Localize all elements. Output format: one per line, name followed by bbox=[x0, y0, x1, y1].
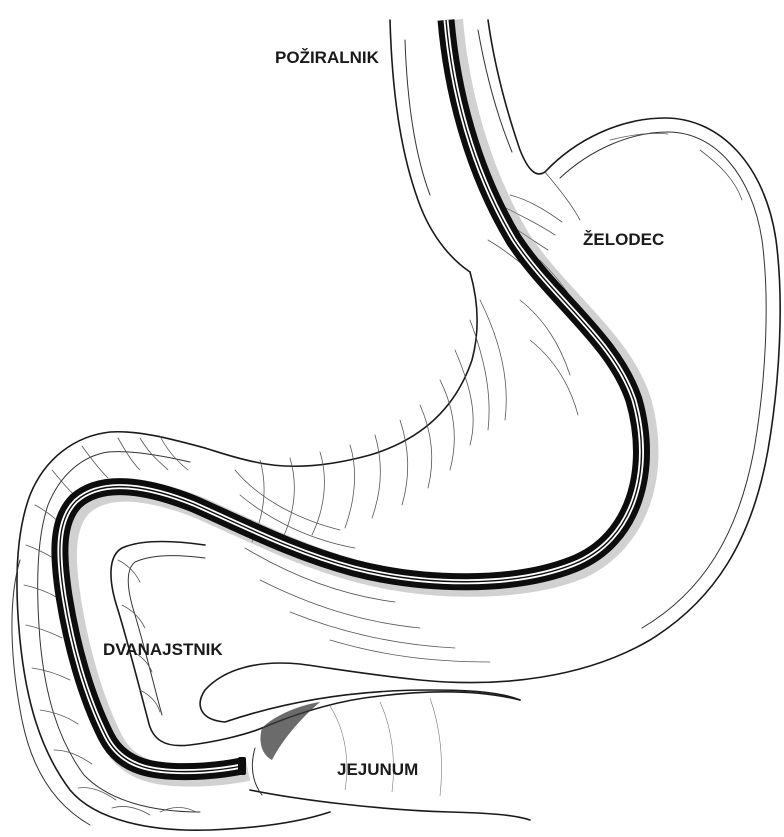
gej-fold bbox=[545, 172, 580, 220]
fundus-fold bbox=[700, 150, 742, 200]
rugae-fold bbox=[480, 300, 506, 420]
jejunum-opening-rim bbox=[252, 748, 262, 795]
rugae-fold bbox=[282, 458, 294, 540]
duodenum-fold bbox=[24, 585, 58, 598]
duodenum-fold bbox=[118, 438, 140, 470]
rugae-fold bbox=[400, 420, 408, 505]
duodenum-fold bbox=[160, 436, 188, 470]
endoscope-shadow bbox=[66, 20, 648, 776]
duodenum-fold bbox=[40, 710, 78, 724]
label-duodenum: DVANAJSTNIK bbox=[103, 640, 223, 659]
rugae-fold bbox=[290, 612, 455, 648]
jejunum-hatch bbox=[430, 698, 442, 796]
label-stomach: ŽELODEC bbox=[583, 230, 664, 249]
rugae-fold bbox=[440, 380, 454, 470]
label-esophagus: POŽIRALNIK bbox=[275, 48, 380, 67]
rugae-fold bbox=[345, 445, 355, 528]
rugae-fold bbox=[330, 640, 490, 662]
duodenum-fold bbox=[112, 806, 150, 815]
duodenum-fold bbox=[82, 446, 108, 478]
duodenum-fold bbox=[26, 625, 62, 638]
organ-outlines bbox=[12, 20, 780, 830]
stomach-lesser-curvature bbox=[205, 272, 477, 466]
rugae-fold bbox=[420, 405, 432, 488]
esophagus-right-wall bbox=[488, 20, 545, 174]
fundus-fold bbox=[610, 133, 668, 140]
rugae-fold bbox=[372, 435, 380, 518]
rugae-fold bbox=[530, 340, 578, 415]
duodenum-fold bbox=[54, 750, 92, 764]
jejunum-lower-wall bbox=[250, 790, 530, 820]
label-jejunum: JEJUNUM bbox=[337, 760, 418, 779]
duodenum-fold bbox=[32, 668, 70, 680]
endoscope-tip bbox=[238, 757, 246, 775]
